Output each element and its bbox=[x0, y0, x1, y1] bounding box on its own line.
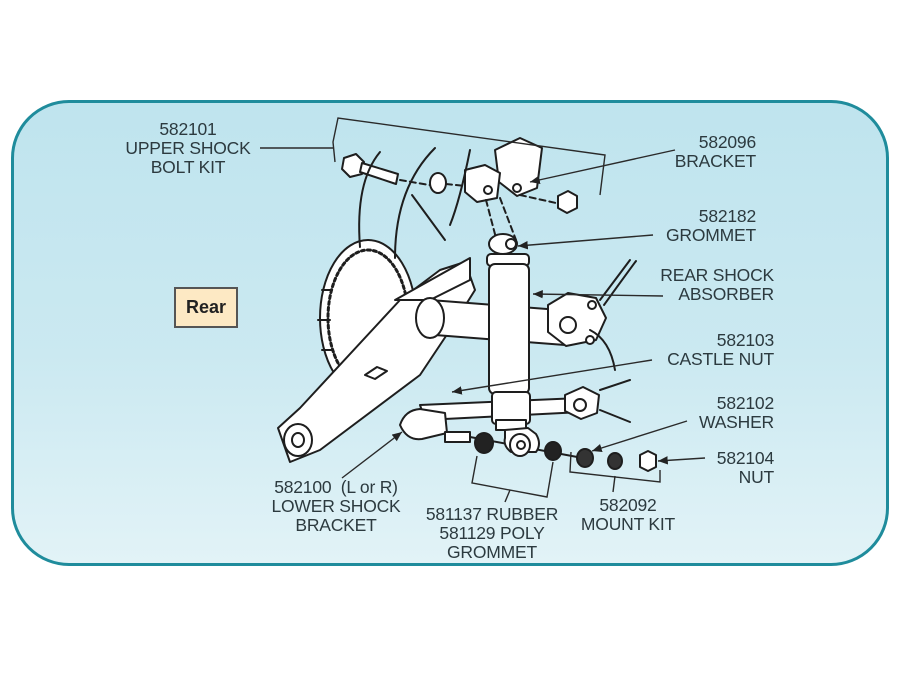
part-desc: WASHER bbox=[699, 412, 774, 432]
part-desc: 581137 RUBBER bbox=[425, 504, 559, 524]
mount-washer bbox=[576, 448, 594, 468]
callout-grommet-upper: 582182 GROMMET bbox=[640, 207, 756, 245]
part-desc: BRACKET bbox=[295, 515, 377, 535]
mount-nut bbox=[639, 450, 657, 472]
callout-upper-shock-bolt-kit: 582101 UPPER SHOCK BOLT KIT bbox=[118, 120, 258, 177]
part-desc: LOWER SHOCK bbox=[271, 496, 401, 516]
part-desc: GROMMET bbox=[447, 542, 537, 562]
upper-nut-part bbox=[557, 190, 578, 214]
part-number: 582103 bbox=[716, 330, 774, 350]
part-number: 582101 bbox=[159, 119, 217, 139]
differential-joint bbox=[547, 292, 607, 347]
callout-nut: 582104 NUT bbox=[690, 449, 774, 487]
upper-bolt bbox=[341, 153, 365, 178]
callout-mount-kit: 582092 MOUNT KIT bbox=[572, 496, 684, 534]
lower-grommet-1 bbox=[474, 432, 494, 454]
part-desc: ABSORBER bbox=[678, 284, 774, 304]
part-number: 582100 bbox=[274, 477, 332, 497]
mount-spacer bbox=[607, 452, 623, 470]
part-desc: REAR SHOCK bbox=[660, 265, 774, 285]
part-number: 582102 bbox=[716, 393, 774, 413]
part-number: 582104 bbox=[716, 448, 774, 468]
callout-castle-nut: 582103 CASTLE NUT bbox=[640, 331, 774, 369]
callout-bracket: 582096 BRACKET bbox=[656, 133, 756, 171]
lower-shock-bracket-part bbox=[399, 408, 448, 441]
part-desc: 581129 POLY bbox=[439, 523, 545, 543]
part-desc: MOUNT KIT bbox=[580, 514, 676, 534]
part-desc: BRACKET bbox=[674, 151, 756, 171]
part-desc: UPPER SHOCK bbox=[125, 138, 251, 158]
part-number: 582092 bbox=[599, 495, 657, 515]
part-number: 582096 bbox=[698, 132, 756, 152]
section-tag-rear: Rear bbox=[174, 287, 238, 328]
shock-absorber-part bbox=[486, 233, 540, 457]
callout-rear-shock-absorber: REAR SHOCK ABSORBER bbox=[640, 266, 774, 304]
part-desc: BOLT KIT bbox=[150, 157, 226, 177]
part-number: 582182 bbox=[698, 206, 756, 226]
part-number-line: 582100 (L or R) bbox=[256, 478, 416, 497]
lower-grommet-2 bbox=[544, 441, 562, 461]
upper-washer-part bbox=[429, 172, 447, 194]
part-desc: CASTLE NUT bbox=[667, 349, 774, 369]
part-qualifier: (L or R) bbox=[340, 477, 398, 497]
callout-washer: 582102 WASHER bbox=[660, 394, 774, 432]
part-desc: GROMMET bbox=[666, 225, 756, 245]
callout-lower-shock-bracket: 582100 (L or R) LOWER SHOCK BRACKET bbox=[256, 478, 416, 535]
part-desc: NUT bbox=[738, 467, 775, 487]
callout-lower-grommet: 581137 RUBBER 581129 POLY GROMMET bbox=[414, 505, 570, 562]
